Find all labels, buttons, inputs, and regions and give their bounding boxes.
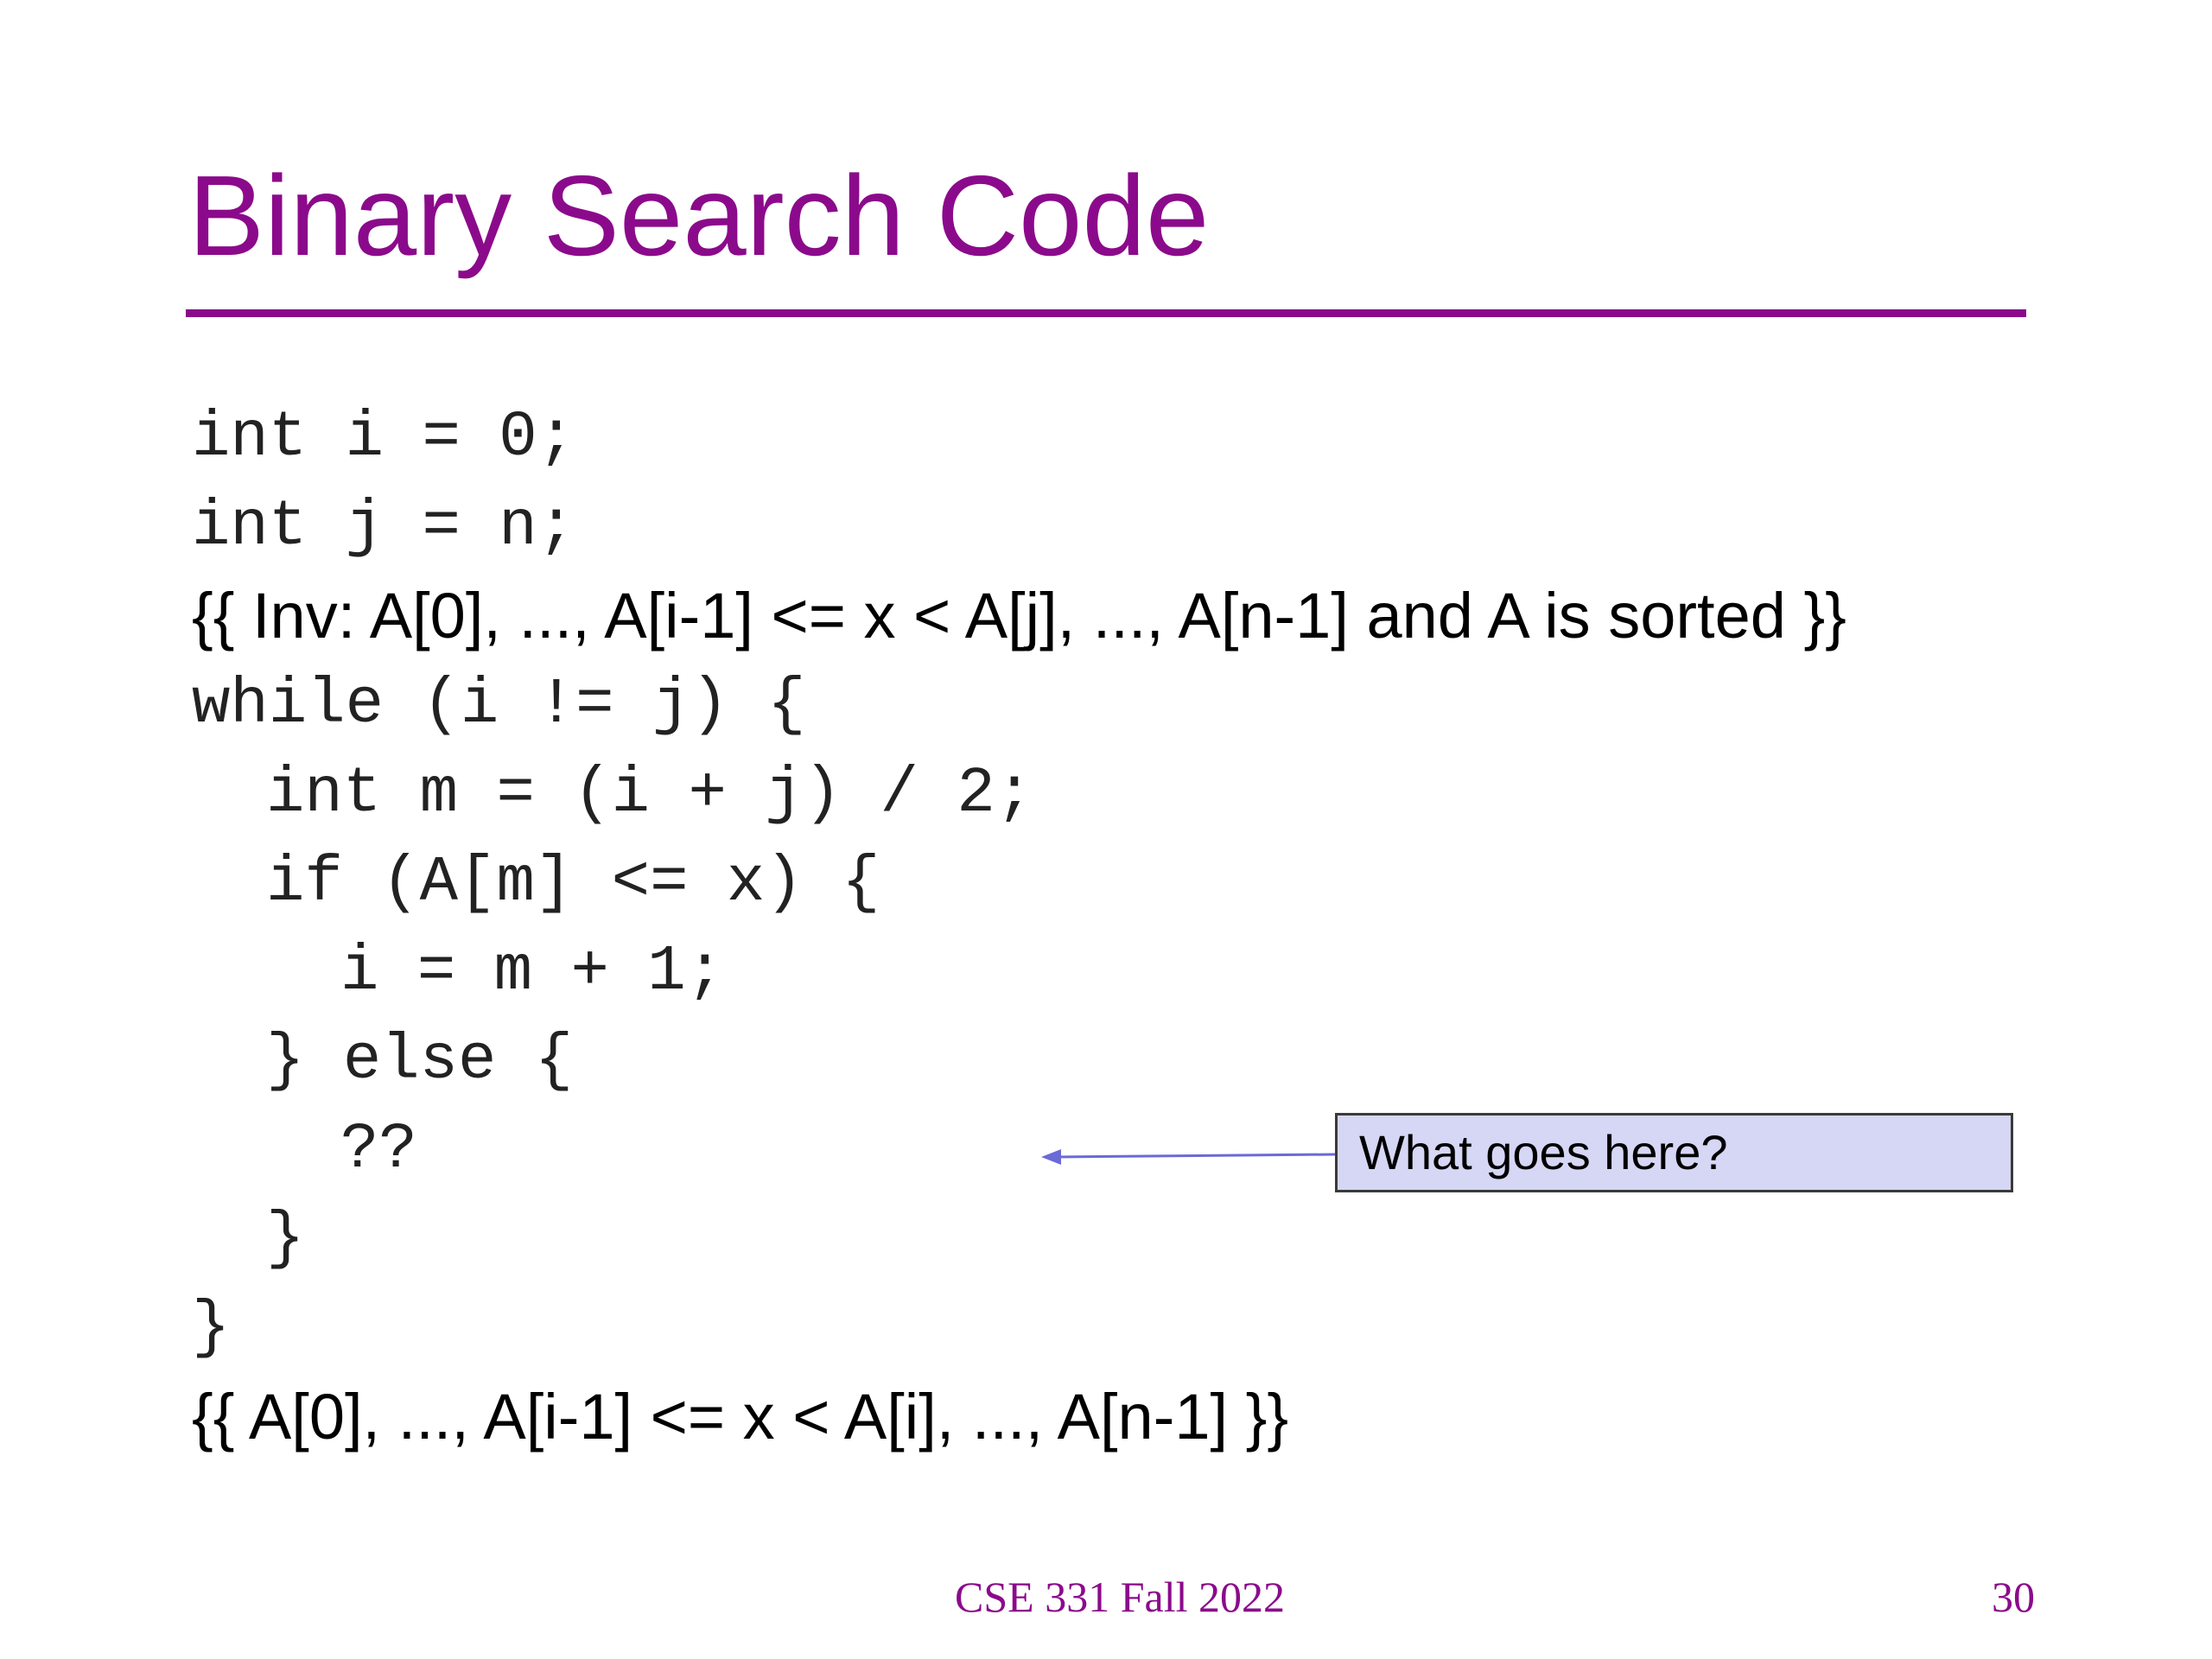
code-line-close-while: } xyxy=(192,1292,231,1364)
code-line-else: } else { xyxy=(266,1025,574,1097)
page-number: 30 xyxy=(1992,1573,2035,1621)
callout-box: What goes here? xyxy=(1335,1113,2013,1192)
code-line-init-i: int i = 0; xyxy=(192,402,576,474)
code-line-while: while (i != j) { xyxy=(192,669,806,741)
postcondition: {{ A[0], ..., A[i-1] <= x < A[i], ..., A… xyxy=(192,1381,1289,1452)
code-line-close-if: } xyxy=(266,1203,305,1275)
slide-title: Binary Search Code xyxy=(188,152,1210,279)
footer-course: CSE 331 Fall 2022 xyxy=(955,1573,1285,1621)
title-divider xyxy=(186,309,2026,317)
code-line-init-j: int j = n; xyxy=(192,491,576,563)
code-line-placeholder: ?? xyxy=(340,1114,417,1186)
loop-invariant: {{ Inv: A[0], ..., A[i-1] <= x < A[j], .… xyxy=(192,580,1847,652)
code-line-if: if (A[m] <= x) { xyxy=(266,847,880,919)
code-line-midpoint: int m = (i + j) / 2; xyxy=(266,758,1034,830)
code-line-assign-i: i = m + 1; xyxy=(340,936,725,1008)
